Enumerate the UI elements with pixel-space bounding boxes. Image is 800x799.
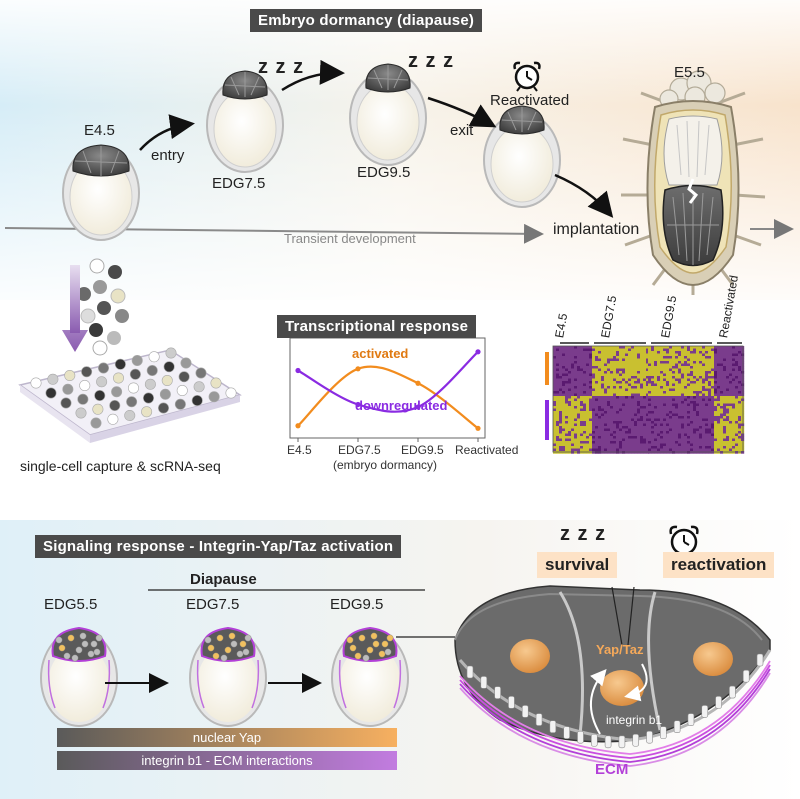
ecm-label: ECM <box>595 761 629 778</box>
series-label-downregulated: downregulated <box>355 398 448 413</box>
implantation-label: implantation <box>553 221 640 238</box>
signal-embryo-0 <box>40 626 118 727</box>
integrin-ecm-label: integrin b1 - ECM interactions <box>141 753 313 768</box>
series-point-downregulated-1 <box>355 401 361 408</box>
nuclear-yap-label: nuclear Yap <box>192 730 262 745</box>
x-tick-e45: E4.5 <box>287 443 312 457</box>
heatmap <box>552 345 745 454</box>
signaling-banner: Signaling response - Integrin-Yap/Taz ac… <box>35 535 402 558</box>
signaling-embryos <box>40 626 409 727</box>
dormancy-arrow <box>281 59 345 92</box>
survival-label: survival <box>537 552 618 578</box>
capture-plate <box>18 347 242 443</box>
x-axis-label: (embryo dormancy) <box>333 458 438 472</box>
series-point-downregulated-3 <box>475 349 481 355</box>
embryo-e45 <box>62 144 140 241</box>
x-tick-edg95: EDG9.5 <box>401 443 444 457</box>
series-point-activated-1 <box>355 366 361 372</box>
signal-embryo-1 <box>189 626 267 727</box>
yap-taz-label: Yap/Taz <box>596 642 644 657</box>
exit-arrow <box>427 96 497 128</box>
implantation-arrow <box>554 173 614 218</box>
embryo-e55 <box>621 70 766 295</box>
series-point-activated-0 <box>295 423 301 429</box>
stage-label-edg95: EDG9.5 <box>357 164 411 181</box>
diapause-label: Diapause <box>190 571 257 588</box>
dormancy-banner: Embryo dormancy (diapause) <box>250 9 483 32</box>
epiblast-zoom <box>454 585 772 767</box>
series-point-downregulated-0 <box>295 367 301 374</box>
single-cells <box>77 258 129 356</box>
series-label-activated: activated <box>352 346 409 361</box>
line-chart-frame <box>289 337 486 439</box>
stage-label-e55: E5.5 <box>674 64 705 81</box>
x-tick-edg75: EDG7.5 <box>338 443 381 457</box>
stage-label-reactivated: Reactivated <box>490 92 570 109</box>
series-point-activated-3 <box>475 425 481 431</box>
series-point-downregulated-2 <box>415 404 421 410</box>
signal-stage-edg75: EDG7.5 <box>186 596 240 613</box>
capture-arrow <box>62 265 88 352</box>
integrin-ecm-bar <box>57 751 397 770</box>
exit-label: exit <box>450 122 474 139</box>
x-tick-reactivated: Reactivated <box>455 443 519 457</box>
line-chart <box>295 349 481 442</box>
signal-embryo-2 <box>331 626 409 727</box>
transcriptional-banner: Transcriptional response <box>277 315 477 338</box>
stage-label-edg75: EDG7.5 <box>212 175 266 192</box>
entry-arrow <box>139 114 195 151</box>
signal-stage-edg95: EDG9.5 <box>330 596 384 613</box>
sleep-zzz-3: z z z <box>560 523 607 545</box>
reactivation-label: reactivation <box>663 552 775 578</box>
series-line-activated <box>297 365 479 430</box>
entry-label: entry <box>151 147 185 164</box>
sleep-zzz-1: z z z <box>258 56 305 78</box>
sleep-zzz-2: z z z <box>408 50 455 72</box>
integrin-label: integrin b1 <box>606 713 663 727</box>
series-point-activated-2 <box>415 380 421 386</box>
nuclear-yap-bar <box>57 728 397 747</box>
alarm-clock-icon <box>513 61 541 92</box>
stage-label-e45: E4.5 <box>84 122 115 139</box>
signal-stage-edg55: EDG5.5 <box>44 596 98 613</box>
series-line-downregulated <box>297 350 479 413</box>
transient-development-label: Transient development <box>284 231 416 246</box>
capture-label: single-cell capture & scRNA-seq <box>20 458 221 474</box>
